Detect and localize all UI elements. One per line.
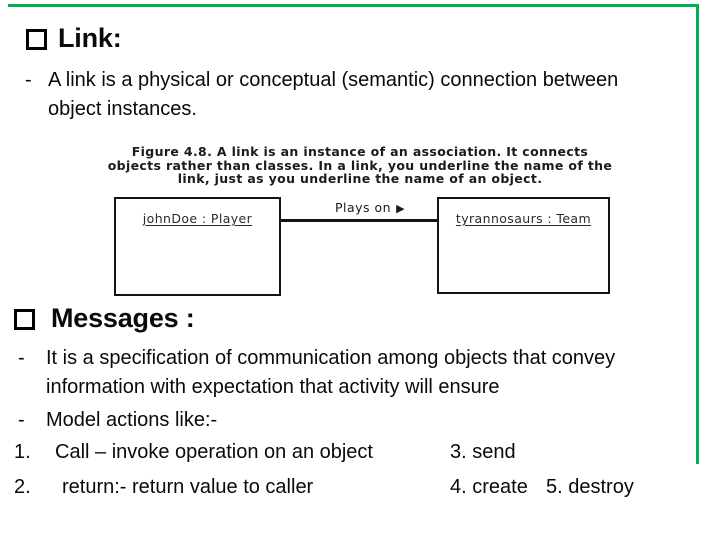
actions-row-1: 1. Call – invoke operation on an object …	[0, 441, 720, 469]
link-bullet-line: A link is a physical or conceptual (sema…	[48, 69, 619, 91]
object-box-johndoe: johnDoe : Player	[114, 197, 281, 296]
action-call: Call – invoke operation on an object	[55, 441, 373, 463]
square-bullet-icon	[14, 309, 35, 330]
figure-caption-line: link, just as you underline the name of …	[177, 171, 543, 186]
link-bullet-text: A link is a physical or conceptual (sema…	[48, 66, 618, 124]
square-bullet-icon	[26, 29, 47, 50]
messages-bullet-2: - Model actions like:-	[18, 406, 217, 435]
link-heading: Link:	[26, 23, 122, 54]
object-box-label: tyrannosaurs : Team	[455, 211, 592, 226]
dash-bullet: -	[18, 347, 25, 369]
action-destroy: 5. destroy	[546, 476, 634, 498]
link-bullet: - A link is a physical or conceptual (se…	[25, 66, 618, 124]
item-number: 1.	[14, 441, 31, 463]
item-number: 2.	[14, 476, 31, 498]
messages-heading-label: Messages :	[51, 303, 195, 333]
messages-bullet-2-text: Model actions like:-	[46, 409, 218, 431]
figure-caption-line: objects rather than classes. In a link, …	[107, 157, 613, 173]
messages-bullet-line: information with expectation that activi…	[46, 376, 500, 398]
action-create: 4. create	[450, 476, 528, 498]
dash-bullet: -	[18, 409, 25, 431]
arrow-right-icon: ▶	[396, 202, 406, 215]
action-return: return:- return value to caller	[62, 476, 314, 498]
messages-bullet-1: - It is a specification of communication…	[18, 344, 615, 402]
figure-caption-line: Figure 4.8. A link is an instance of an …	[131, 144, 589, 159]
messages-heading: Messages :	[14, 303, 195, 334]
object-box-tyrannosaurs: tyrannosaurs : Team	[437, 197, 610, 294]
figure-caption: Figure 4.8. A link is an instance of an …	[30, 145, 690, 186]
connector-label-text: Plays on	[334, 200, 392, 215]
messages-bullet-1-text: It is a specification of communication a…	[46, 344, 615, 402]
link-heading-label: Link:	[58, 23, 122, 53]
actions-row-2: 2. return:- return value to caller 4. cr…	[0, 476, 720, 504]
connector-label: Plays on ▶	[300, 200, 440, 215]
dash-bullet: -	[25, 69, 32, 91]
messages-bullet-line: It is a specification of communication a…	[46, 347, 616, 369]
link-connector-line	[281, 219, 437, 222]
link-bullet-line: object instances.	[48, 98, 197, 120]
object-box-label: johnDoe : Player	[142, 211, 253, 226]
action-send: 3. send	[450, 441, 516, 463]
